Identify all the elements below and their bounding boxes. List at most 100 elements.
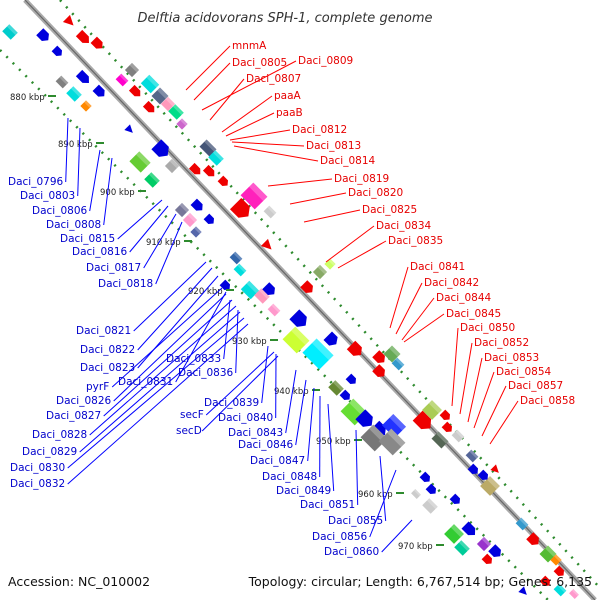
reverse-gene-leader (337, 240, 387, 269)
forward-gene-label: Daci_0827 (46, 410, 101, 422)
forward-gene-label: Daci_0848 (262, 471, 317, 483)
gene-glyph (518, 586, 527, 595)
reverse-gene-label: Daci_0844 (436, 292, 492, 304)
reverse-gene-leader (193, 62, 231, 101)
reverse-gene-label: Daci_0807 (246, 73, 301, 85)
reverse-gene-label: Daci_0854 (496, 366, 552, 378)
gene-glyph (441, 421, 453, 433)
reverse-gene-label: Daci_0805 (232, 57, 287, 69)
forward-gene-leader (355, 429, 359, 506)
reverse-gene-leaders (185, 45, 519, 445)
forward-gene-label: Daci_0806 (32, 205, 88, 217)
forward-gene-label: Daci_0851 (300, 499, 355, 511)
forward-gene-leader (89, 305, 237, 436)
forward-gene-label: Daci_0808 (46, 219, 101, 231)
reverse-gene-label: Daci_0825 (362, 204, 417, 216)
gene-glyph (115, 73, 129, 87)
reverse-gene-label: Daci_0845 (446, 308, 501, 320)
forward-gene-label: Daci_0855 (328, 515, 383, 527)
forward-gene-label: Daci_0840 (218, 412, 273, 424)
gene-glyph (263, 205, 277, 219)
kbp-tick-label: 890 kbp (58, 140, 93, 150)
forward-gene-leader (205, 351, 275, 416)
gene-glyph (476, 536, 492, 552)
gene-glyph (51, 45, 63, 57)
reverse-gene-leader (325, 225, 375, 263)
forward-gene-label: Daci_0830 (10, 462, 65, 474)
forward-gene-leader (89, 149, 101, 212)
forward-gene-leader (77, 127, 81, 197)
reverse-gene-label: paaB (276, 107, 303, 119)
kbp-tick-label: 900 kbp (100, 188, 135, 198)
reverse-gene-label: Daci_0809 (298, 55, 353, 67)
gene-glyph (465, 449, 479, 463)
reverse-gene-label: Daci_0835 (388, 235, 443, 247)
gene-glyph (229, 251, 243, 265)
reverse-gene-leader (303, 209, 361, 223)
forward-gene-leader (79, 311, 241, 453)
forward-gene-leader (129, 205, 169, 253)
forward-gene-label: Daci_0856 (312, 531, 368, 543)
reverse-gene-leader (229, 129, 291, 141)
gene-glyph (569, 589, 579, 599)
reverse-gene-leader (221, 95, 273, 133)
forward-gene-label: Daci_0815 (60, 233, 115, 245)
reverse-gene-label: Daci_0858 (520, 395, 575, 407)
reverse-gene-label: mnmA (232, 40, 267, 52)
forward-gene-leader (235, 309, 239, 374)
gene-glyph (190, 198, 203, 211)
gene-glyph (144, 172, 160, 188)
gene-glyph (302, 338, 334, 370)
gene-glyph (140, 74, 160, 94)
reverse-gene-leader (481, 385, 507, 437)
inner-dotted-ring (0, 49, 549, 600)
forward-gene-leader (201, 355, 279, 432)
forward-gene-label: pyrF (86, 381, 109, 393)
gene-glyph (419, 471, 431, 483)
reverse-gene-label: paaA (274, 90, 302, 102)
forward-gene-label: Daci_0847 (250, 455, 305, 467)
reverse-gene-leader (401, 297, 435, 341)
reverse-gene-leader (233, 145, 319, 162)
gene-glyph (477, 469, 489, 481)
reverse-gene-label: Daci_0842 (424, 277, 479, 289)
reverse-gene-leader (209, 78, 245, 121)
kbp-tick-label: 910 kbp (146, 238, 181, 248)
reverse-gene-leader (201, 60, 297, 111)
forward-gene-leader (67, 323, 249, 485)
gene-glyph (240, 280, 260, 300)
forward-gene-label: Daci_0796 (8, 176, 64, 188)
forward-gene-label: Daci_0832 (10, 478, 65, 490)
gene-glyph (381, 413, 407, 439)
gene-glyph (203, 213, 215, 225)
gene-glyph (488, 544, 501, 557)
reverse-gene-label: Daci_0813 (306, 140, 361, 152)
forward-gene-leader (285, 369, 297, 434)
gene-glyph (422, 498, 438, 514)
reverse-gene-label: Daci_0834 (376, 220, 432, 232)
gene-glyph (481, 553, 493, 565)
gene-glyph (328, 380, 344, 396)
gene-glyph (229, 197, 250, 218)
gene-glyph (451, 429, 465, 443)
forward-gene-leader (295, 379, 307, 446)
reverse-gene-leader (467, 357, 483, 423)
forward-gene-leader (133, 261, 207, 332)
forward-gene-label: Daci_0822 (80, 344, 135, 356)
gene-glyph (467, 463, 479, 475)
reverse-gene-label: Daci_0819 (334, 173, 389, 185)
forward-gene-label: Daci_0817 (86, 262, 141, 274)
forward-gene-label: Daci_0816 (72, 246, 128, 258)
gene-glyph (66, 86, 82, 102)
gene-glyph (539, 575, 551, 587)
kbp-tick-label: 960 kbp (358, 490, 393, 500)
forward-gene-leader (67, 317, 245, 469)
gene-glyph (300, 280, 313, 293)
gene-glyph (412, 410, 432, 430)
reverse-gene-label: Daci_0853 (484, 352, 539, 364)
forward-gene-label: Daci_0818 (98, 278, 153, 290)
forward-gene-leader (327, 403, 335, 492)
gene-glyph (219, 279, 231, 291)
reverse-gene-leader (459, 342, 473, 415)
